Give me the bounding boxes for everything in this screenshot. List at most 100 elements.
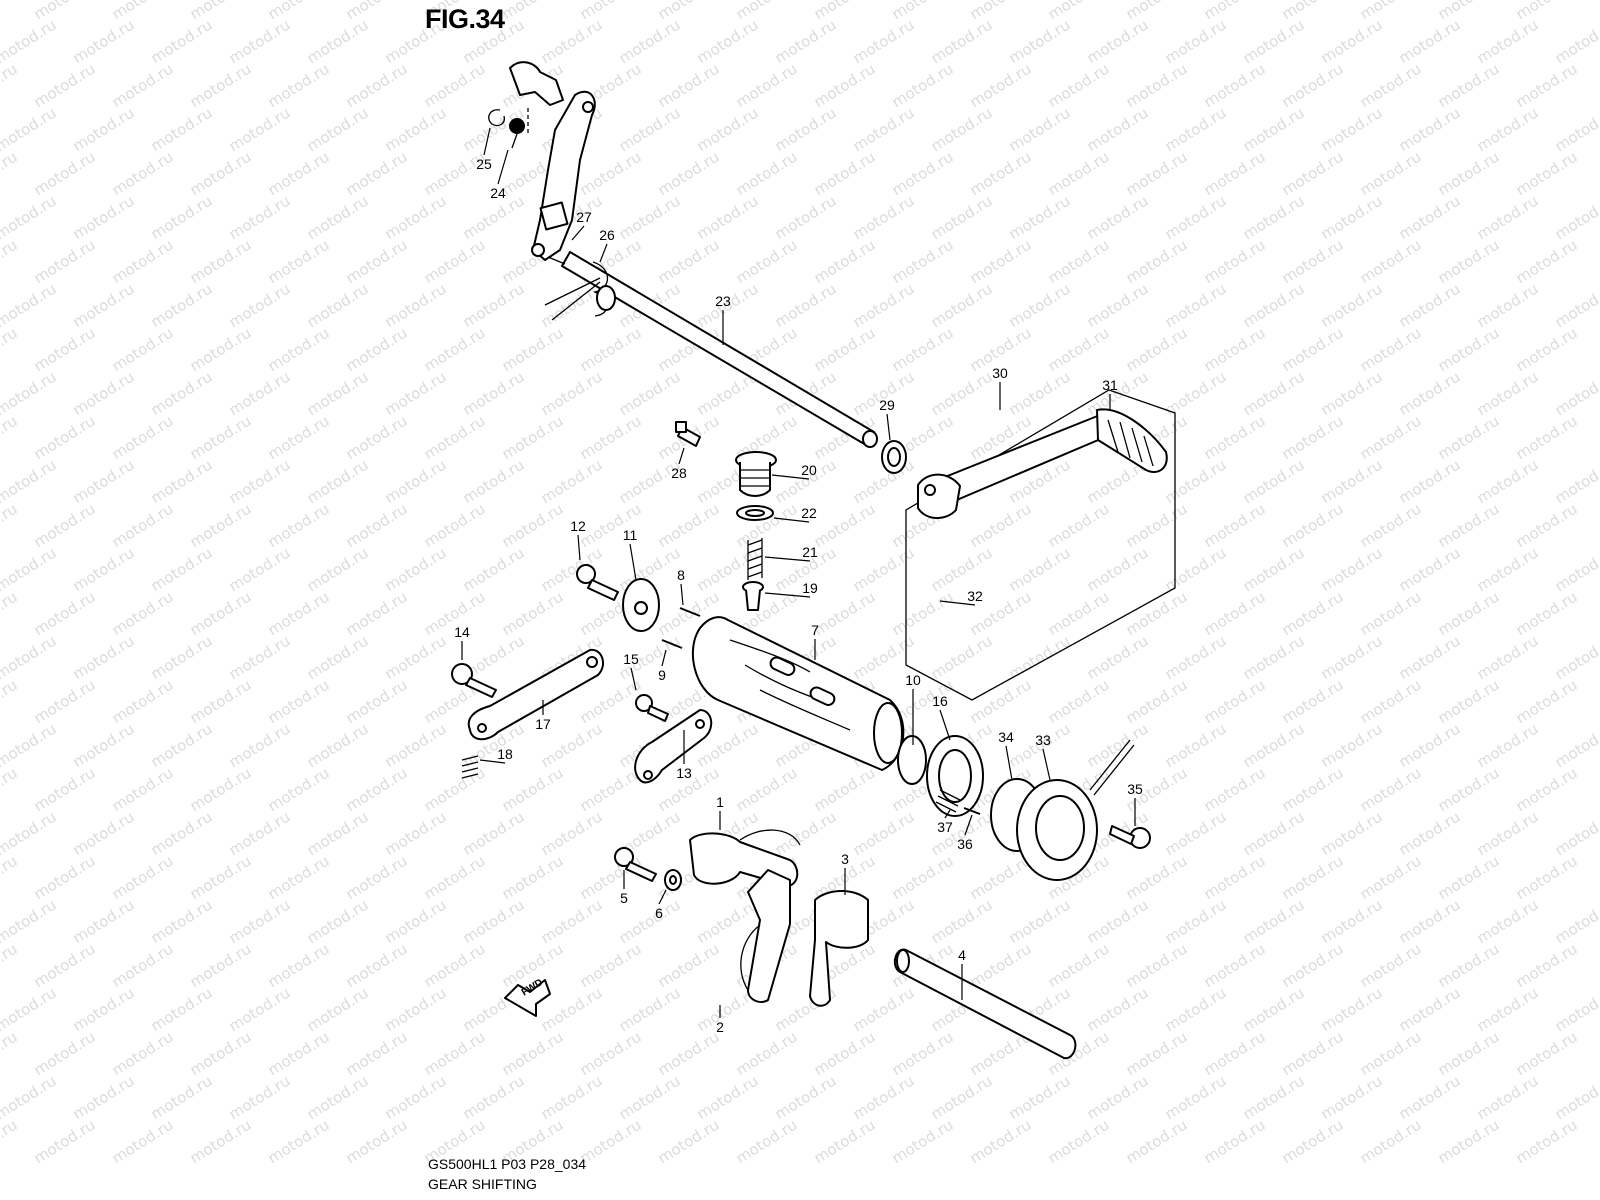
watermark-text: motod.ru — [0, 984, 59, 1036]
watermark-text: motod.ru — [928, 104, 996, 156]
watermark-text: motod.ru — [694, 896, 762, 948]
watermark-text: motod.ru — [343, 764, 411, 816]
watermark-text: motod.ru — [187, 1028, 255, 1080]
watermark-text: motod.ru — [772, 104, 840, 156]
watermark-text: motod.ru — [1162, 104, 1230, 156]
callout-leader-6 — [658, 889, 667, 905]
watermark-text: motod.ru — [1201, 940, 1269, 992]
watermark-text: motod.ru — [109, 236, 177, 288]
watermark-text: motod.ru — [421, 852, 489, 904]
watermark-text: motod.ru — [1240, 808, 1308, 860]
watermark-text: motod.ru — [226, 720, 294, 772]
watermark-text: motod.ru — [772, 16, 840, 68]
watermark-text: motod.ru — [733, 60, 801, 112]
watermark-text: motod.ru — [0, 324, 20, 376]
watermark-text: motod.ru — [109, 588, 177, 640]
watermark-text: motod.ru — [1435, 940, 1503, 992]
watermark-text: motod.ru — [928, 632, 996, 684]
watermark-text: motod.ru — [1435, 60, 1503, 112]
callout-leader-24 — [497, 149, 509, 185]
watermark-text: motod.ru — [0, 236, 20, 288]
callout-leader-37 — [944, 809, 951, 819]
watermark-text: motod.ru — [655, 236, 723, 288]
watermark-text: motod.ru — [1357, 1028, 1425, 1080]
watermark-text: motod.ru — [1006, 368, 1074, 420]
watermark-text: motod.ru — [1396, 280, 1464, 332]
watermark-text: motod.ru — [928, 16, 996, 68]
gear-position-switch-33 — [1016, 739, 1135, 881]
watermark-text: motod.ru — [148, 632, 216, 684]
watermark-text: motod.ru — [70, 456, 138, 508]
watermark-text: motod.ru — [382, 280, 450, 332]
watermark-text: motod.ru — [226, 456, 294, 508]
bolt-35 — [1109, 825, 1151, 849]
watermark-text: motod.ru — [1045, 676, 1113, 728]
watermark-text: motod.ru — [187, 764, 255, 816]
watermark-text: motod.ru — [1279, 236, 1347, 288]
watermark-text: motod.ru — [0, 456, 59, 508]
fwd-arrow-icon — [504, 979, 551, 1017]
spring-21 — [747, 538, 763, 580]
watermark-text: motod.ru — [1162, 896, 1230, 948]
watermark-text: motod.ru — [460, 280, 528, 332]
watermark-text: motod.ru — [31, 324, 99, 376]
watermark-text: motod.ru — [226, 896, 294, 948]
watermark-text: motod.ru — [499, 764, 567, 816]
watermark-text: motod.ru — [889, 852, 957, 904]
watermark-text: motod.ru — [1318, 104, 1386, 156]
watermark-text: motod.ru — [577, 324, 645, 376]
watermark-text: motod.ru — [616, 368, 684, 420]
watermark-text: motod.ru — [655, 0, 723, 23]
watermark-text: motod.ru — [1279, 0, 1347, 23]
watermark-text: motod.ru — [460, 896, 528, 948]
callout-36: 36 — [957, 836, 973, 852]
watermark-text: motod.ru — [0, 60, 20, 112]
watermark-text: motod.ru — [1201, 852, 1269, 904]
watermark-text: motod.ru — [109, 0, 177, 23]
watermark-text: motod.ru — [1396, 544, 1464, 596]
watermark-text: motod.ru — [1084, 984, 1152, 1036]
watermark-text: motod.ru — [1279, 588, 1347, 640]
watermark-text: motod.ru — [850, 544, 918, 596]
shift-fork-2 — [740, 869, 791, 1003]
watermark-text: motod.ru — [1162, 632, 1230, 684]
watermark-text: motod.ru — [1513, 764, 1581, 816]
watermark-text: motod.ru — [0, 632, 59, 684]
callout-27: 27 — [576, 209, 592, 225]
watermark-text: motod.ru — [1357, 676, 1425, 728]
watermark-text: motod.ru — [1357, 588, 1425, 640]
watermark-text: motod.ru — [1084, 632, 1152, 684]
callout-1: 1 — [716, 794, 724, 810]
watermark-text: motod.ru — [31, 676, 99, 728]
callout-31: 31 — [1102, 377, 1118, 393]
watermark-text: motod.ru — [148, 1072, 216, 1124]
callout-leader-19 — [764, 592, 811, 598]
watermark-text: motod.ru — [1240, 544, 1308, 596]
watermark-text: motod.ru — [70, 368, 138, 420]
watermark-text: motod.ru — [1357, 236, 1425, 288]
watermark-text: motod.ru — [1513, 324, 1581, 376]
watermark-text: motod.ru — [811, 0, 879, 23]
watermark-text: motod.ru — [70, 280, 138, 332]
watermark-text: motod.ru — [343, 148, 411, 200]
watermark-text: motod.ru — [70, 896, 138, 948]
watermark-text: motod.ru — [811, 764, 879, 816]
watermark-text: motod.ru — [421, 764, 489, 816]
watermark-text: motod.ru — [1045, 588, 1113, 640]
watermark-text: motod.ru — [0, 412, 20, 464]
watermark-text: motod.ru — [1318, 456, 1386, 508]
watermark-text: motod.ru — [1357, 1116, 1425, 1168]
watermark-text: motod.ru — [1201, 60, 1269, 112]
watermark-text: motod.ru — [1201, 148, 1269, 200]
watermark-text: motod.ru — [265, 1116, 333, 1168]
watermark-text: motod.ru — [109, 764, 177, 816]
watermark-text: motod.ru — [1279, 412, 1347, 464]
watermark-text: motod.ru — [733, 0, 801, 23]
watermark-text: motod.ru — [343, 324, 411, 376]
watermark-text: motod.ru — [1006, 896, 1074, 948]
watermark-text: motod.ru — [1474, 368, 1542, 420]
callout-leader-29 — [886, 413, 891, 441]
watermark-text: motod.ru — [577, 940, 645, 992]
watermark-text: motod.ru — [382, 368, 450, 420]
watermark-text: motod.ru — [148, 544, 216, 596]
